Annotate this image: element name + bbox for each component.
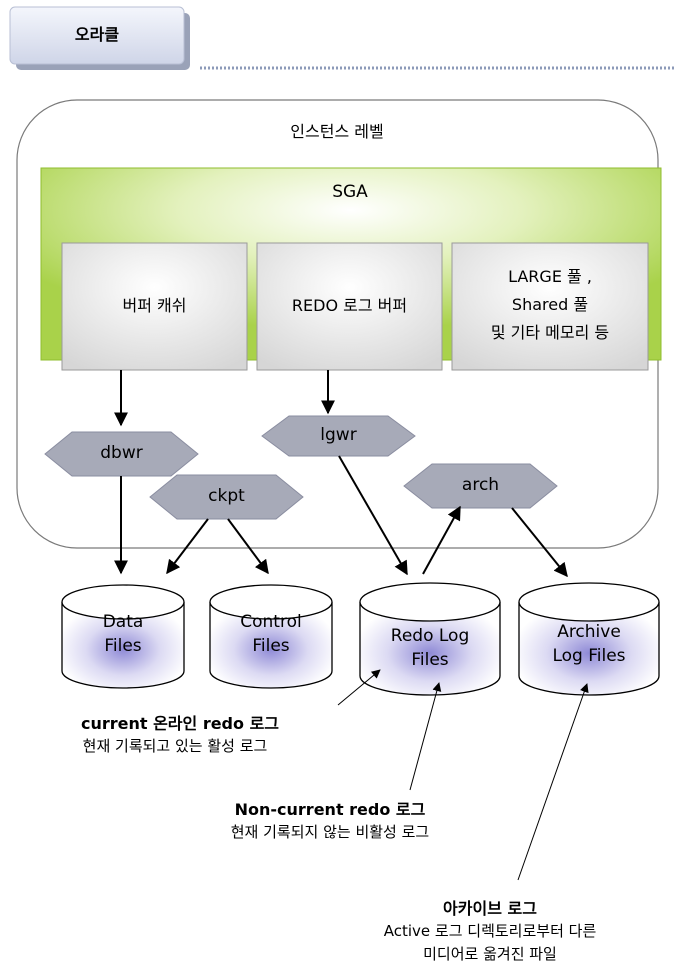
- ckpt-process-shape: [149, 474, 304, 520]
- header-tab: [9, 6, 190, 70]
- large-pool-box: [451, 242, 649, 371]
- lgwr-process-shape: [261, 415, 416, 457]
- redo-log-buffer-label: REDO 로그 버퍼: [257, 292, 442, 320]
- arrow-redo-to-arch: [422, 505, 461, 575]
- arch-label: arch: [461, 475, 500, 495]
- buffer-cache-box: [61, 242, 248, 371]
- pointer-current: [337, 669, 381, 706]
- redo-log-buffer-label-line: REDO 로그 버퍼: [291, 296, 408, 315]
- redo-log-files-label: Redo Log Files: [360, 624, 500, 672]
- noncurrent-redo-desc: 현재 기록되지 않는 비활성 로그: [190, 821, 470, 844]
- noncurrent-redo-title: Non-current redo 로그: [234, 800, 426, 819]
- redo-log-files-cylinder: [359, 582, 501, 696]
- header-tab-face: [9, 6, 185, 65]
- dbwr-label: dbwr: [100, 443, 143, 463]
- control-files-label: Control Files: [210, 610, 332, 658]
- archive-log-files-cylinder: [518, 582, 660, 696]
- archive-log-files-label-line-2: Log Files: [552, 646, 626, 666]
- data-files-label-line-2: Files: [104, 636, 142, 656]
- archive-log-desc-line-2: 미디어로 옮겨진 파일: [423, 945, 557, 963]
- archive-log-files-label-line-1: Archive: [557, 622, 621, 642]
- ckpt-label: ckpt: [208, 486, 245, 506]
- instance-level-label: 인스턴스 레벨: [290, 122, 384, 141]
- lgwr-label: lgwr: [320, 425, 357, 445]
- sga-label: SGA: [332, 182, 368, 202]
- arch-process-shape: [403, 463, 558, 509]
- pointer-archive: [517, 683, 589, 881]
- control-files-label-line-2: Files: [252, 636, 290, 656]
- current-redo-desc: 현재 기록되고 있는 활성 로그: [25, 735, 325, 758]
- arrow-ckpt-to-control: [227, 518, 269, 575]
- large-pool-label-line-3: 및 기타 메모리 등: [490, 323, 610, 342]
- redo-log-files-label-line-1: Redo Log: [390, 626, 470, 646]
- buffer-cache-label: 버퍼 캐쉬: [62, 292, 247, 320]
- large-pool-label-line-2: Shared 풀: [511, 295, 589, 314]
- current-redo-title: current 온라인 redo 로그: [80, 714, 280, 733]
- current-redo-desc-line: 현재 기록되고 있는 활성 로그: [82, 737, 268, 755]
- dbwr-process-shape: [44, 431, 199, 477]
- archive-log-desc-line-1: Active 로그 디렉토리로부터 다른: [383, 922, 597, 940]
- archive-log-desc: Active 로그 디렉토리로부터 다른 미디어로 옮겨진 파일: [325, 920, 655, 966]
- redo-log-buffer-box: [256, 242, 443, 371]
- header-tab-label: 오라클: [74, 25, 120, 44]
- large-pool-label-line-1: LARGE 풀 ,: [508, 267, 592, 286]
- redo-log-files-label-line-2: Files: [411, 650, 449, 670]
- arrow-lgwr-to-redo: [338, 455, 408, 576]
- control-files-label-line-1: Control: [240, 612, 302, 632]
- data-files-label: Data Files: [62, 610, 184, 658]
- control-files-cylinder: [209, 584, 333, 689]
- arrow-ckpt-to-data: [166, 518, 209, 575]
- arrow-arch-to-archive: [511, 507, 568, 578]
- archive-log-files-label: Archive Log Files: [519, 620, 659, 668]
- archive-log-title: 아카이브 로그: [443, 899, 537, 918]
- pointer-noncurrent: [409, 682, 442, 791]
- data-files-cylinder: [61, 584, 185, 689]
- large-pool-label: LARGE 풀 , Shared 풀 및 기타 메모리 등: [452, 263, 648, 347]
- buffer-cache-label-line: 버퍼 캐쉬: [122, 296, 187, 315]
- data-files-label-line-1: Data: [102, 612, 144, 632]
- noncurrent-redo-desc-line: 현재 기록되지 않는 비활성 로그: [230, 823, 430, 841]
